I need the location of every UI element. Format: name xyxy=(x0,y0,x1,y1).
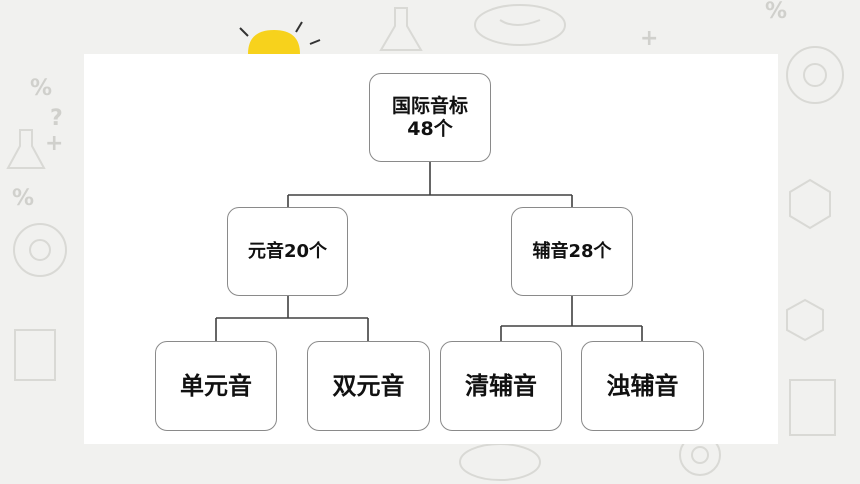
gear-icon xyxy=(13,223,67,277)
voiceless-consonant-label: 清辅音 xyxy=(465,371,537,400)
lightbulb-icon xyxy=(239,21,321,54)
monophthong-label: 单元音 xyxy=(180,371,252,400)
plus-icon: + xyxy=(640,26,658,51)
percent-icon: % xyxy=(30,76,52,101)
root-node: 国际音标 48个 xyxy=(369,73,491,162)
question-icon: ? xyxy=(50,106,63,131)
consonants-node: 辅音28个 xyxy=(511,207,633,296)
brain-icon xyxy=(474,4,566,46)
percent-icon: % xyxy=(765,0,787,24)
brain-icon xyxy=(459,443,541,481)
diphthong-label: 双元音 xyxy=(332,371,405,400)
voiced-consonant-node: 浊辅音 xyxy=(581,341,704,431)
voiced-consonant-label: 浊辅音 xyxy=(606,371,679,400)
vowels-node-label: 元音20个 xyxy=(247,240,328,262)
molecule-icon xyxy=(786,178,831,342)
root-node-label: 国际音标 48个 xyxy=(391,94,468,140)
percent-icon: % xyxy=(12,186,34,211)
diphthong-node: 双元音 xyxy=(307,341,430,431)
grid-paper xyxy=(14,329,836,436)
gear-icon xyxy=(786,46,844,104)
voiceless-consonant-node: 清辅音 xyxy=(440,341,562,431)
vowels-node: 元音20个 xyxy=(227,207,348,296)
plus-icon: + xyxy=(45,131,63,156)
consonants-node-label: 辅音28个 xyxy=(532,240,612,262)
monophthong-node: 单元音 xyxy=(155,341,277,431)
flask-icon xyxy=(379,7,423,51)
flask-icon xyxy=(6,129,46,169)
